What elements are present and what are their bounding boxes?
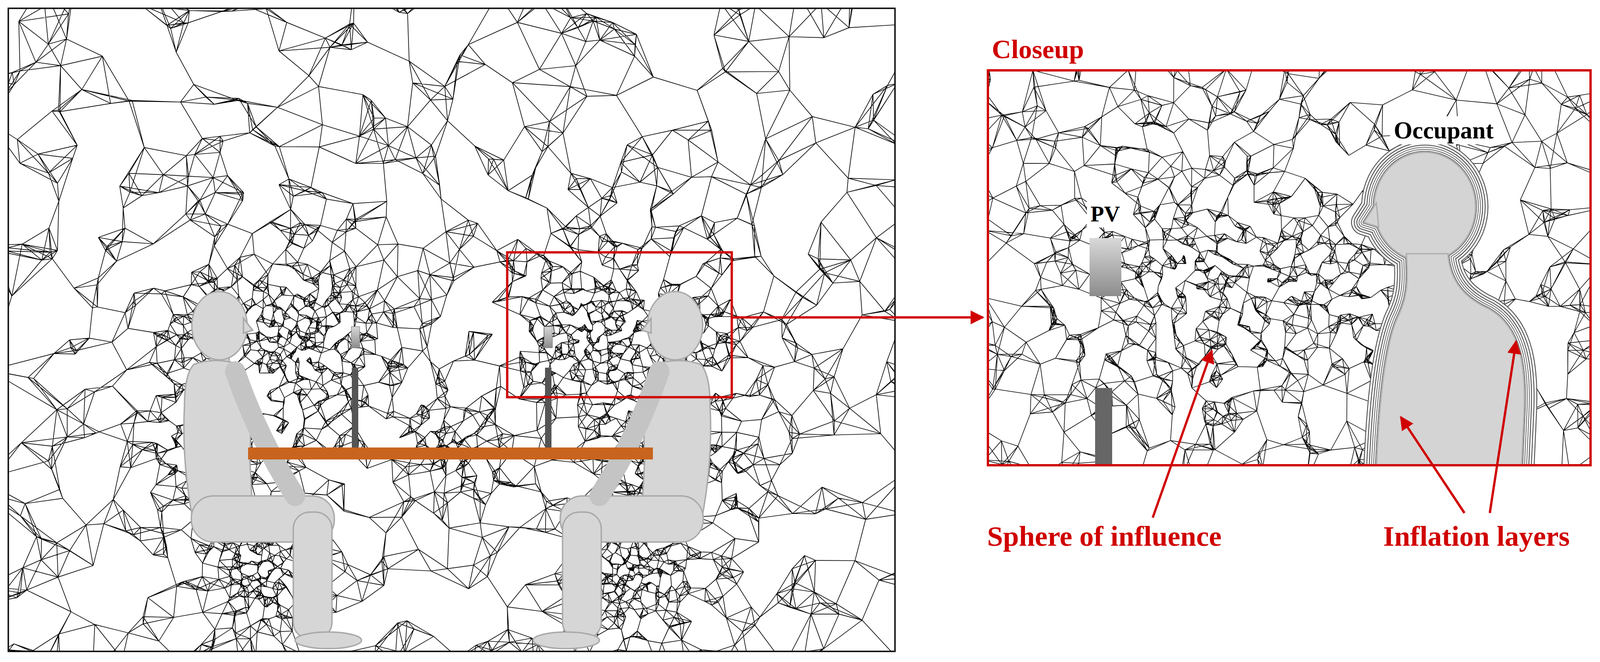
occupant-figure: [533, 291, 711, 649]
table: [248, 447, 653, 460]
leader-arrow: [1489, 341, 1517, 513]
arm: [599, 371, 660, 496]
occupant-figure: [183, 291, 362, 649]
pv-panel: [351, 326, 360, 348]
pv-panel: [1089, 237, 1122, 297]
mesh-closeup: [987, 70, 1591, 466]
mesh-lines: [987, 70, 1591, 466]
domain-border: [8, 8, 895, 652]
mesh-lines: [8, 8, 895, 652]
callout-label: Sphere of influence: [983, 519, 1226, 553]
zoom-arrow: [731, 316, 984, 319]
zoom-region: [507, 252, 732, 398]
occupant-closeup: [1363, 152, 1525, 466]
callout-label: Inflation layers: [1379, 519, 1574, 553]
pv-panel: [544, 326, 553, 348]
panel-heading: Closeup: [991, 34, 1085, 65]
arm: [235, 371, 296, 496]
pv-post: [545, 367, 552, 448]
inflation-layers: [1363, 152, 1525, 466]
pv-post: [1095, 387, 1113, 466]
pv-post: [351, 367, 359, 448]
component-label: Occupant: [1390, 116, 1498, 145]
component-label: PV: [1086, 201, 1124, 228]
mesh-left: [8, 8, 895, 652]
closeup-panel: Closeup: [986, 69, 1592, 467]
leader-arrow: [1152, 350, 1212, 518]
